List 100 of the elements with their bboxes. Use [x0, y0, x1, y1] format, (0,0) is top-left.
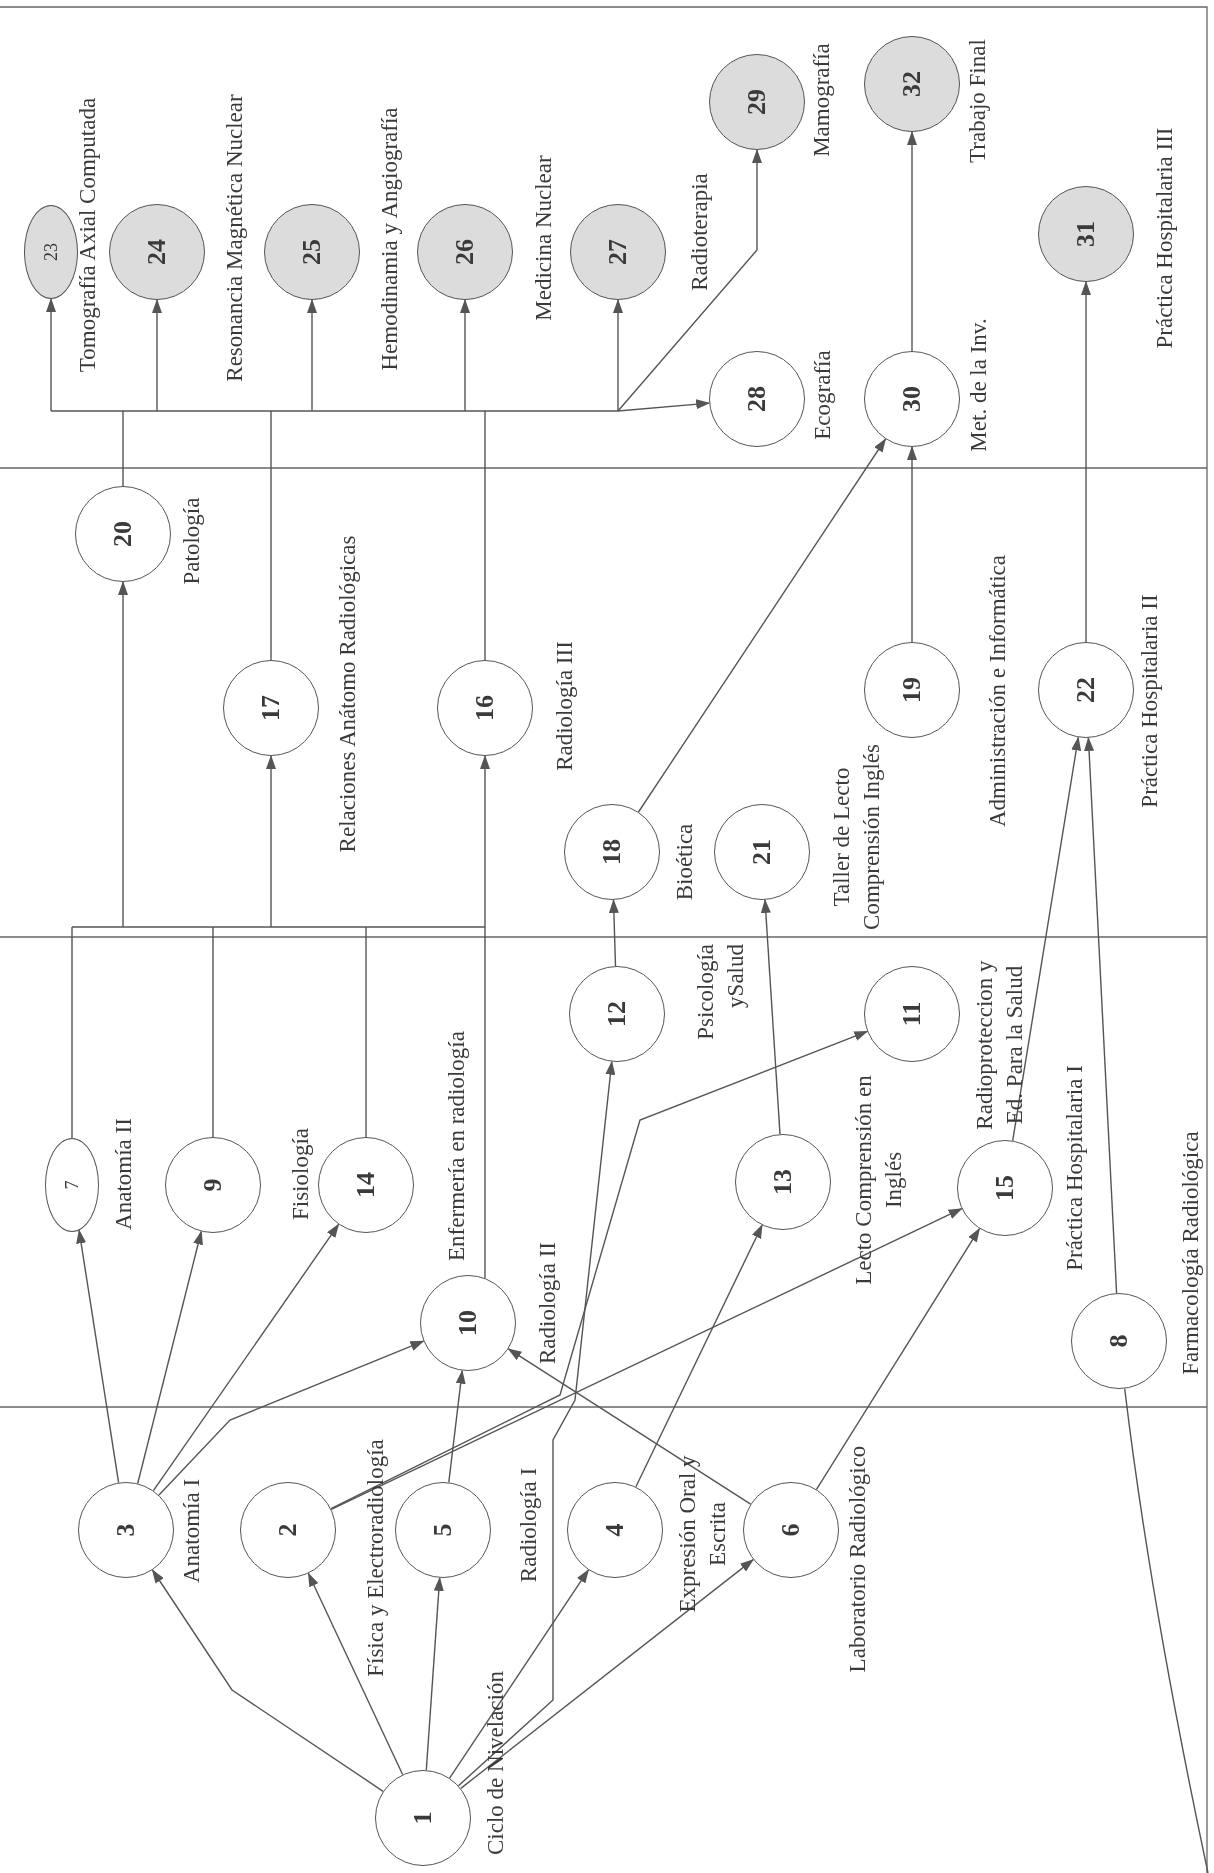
arrow [448, 1369, 466, 1483]
course-label: Ecografía [809, 350, 837, 440]
course-number: 12 [604, 1001, 630, 1027]
course-label: Radioproteccion y Ed. Para la Salud [971, 959, 1028, 1132]
arrow [1084, 736, 1118, 1294]
course-label: Met. de la Inv. [965, 318, 993, 452]
arrow [613, 299, 623, 412]
course-number: 11 [899, 1001, 925, 1027]
arrow [635, 1224, 763, 1488]
connector-line [71, 926, 486, 928]
course-number: 13 [770, 1169, 796, 1195]
arrow [266, 755, 276, 928]
arrow [151, 1569, 384, 1792]
arrow [152, 1223, 340, 1492]
arrow [637, 438, 887, 813]
course-label: Tomografía Axial Computada [74, 97, 102, 373]
course-label: Administración e Informática [984, 554, 1012, 828]
arrow [907, 131, 917, 352]
connector-line [50, 410, 619, 412]
arrow [330, 1030, 869, 1510]
course-label: Laboratorio Radiológico [844, 1445, 872, 1673]
course-label: Física y Electroradiología [362, 1439, 390, 1677]
course-number: 8 [1106, 1334, 1132, 1348]
course-number: 10 [455, 1310, 481, 1336]
course-number: 26 [452, 239, 478, 265]
course-number: 7 [63, 1180, 81, 1190]
arrow [907, 446, 917, 643]
course-number: 20 [110, 521, 136, 547]
arrow [307, 1572, 404, 1776]
course-label: Mamografía [808, 43, 836, 157]
course-label: Medicina Nuclear [530, 155, 558, 321]
course-label: Anatomía II [110, 1118, 138, 1230]
arrow [158, 1340, 425, 1496]
arrow [307, 299, 317, 412]
course-number: 1 [410, 1811, 436, 1825]
course-number: 29 [744, 89, 770, 115]
course-label: Farmacología Radiológica [1177, 1131, 1205, 1375]
connector-line [122, 410, 124, 487]
course-number: 2 [275, 1523, 301, 1537]
course-label: Radiología II [534, 1242, 562, 1364]
course-number: 31 [1073, 221, 1099, 247]
course-number: 16 [472, 695, 498, 721]
course-number: 19 [899, 677, 925, 703]
course-label: Taller de Lecto Comprensión Inglés [828, 743, 885, 932]
course-label: Lecto Comprensión en Inglés [850, 1075, 907, 1285]
course-label: Patología [178, 497, 206, 585]
arrow [760, 898, 781, 1135]
curved-line [1124, 1388, 1209, 1873]
course-number: 24 [144, 239, 170, 265]
arrow [617, 399, 711, 412]
arrow [425, 1576, 444, 1771]
course-label: Expresión Oral y Escrita [674, 1454, 731, 1614]
connector-line [484, 410, 486, 661]
arrow [137, 1230, 203, 1485]
arrow [480, 755, 490, 928]
course-label: Práctica Hospitalaria I [1061, 1065, 1089, 1271]
course-number: 32 [899, 71, 925, 97]
course-label: Relaciones Anátomo Radiológicas [334, 535, 362, 853]
course-number: 28 [744, 386, 770, 412]
course-label: Resonancia Magnética Nuclear [221, 94, 249, 382]
connector-line [365, 926, 367, 1138]
arrow [460, 299, 470, 412]
arrow [448, 1569, 590, 1779]
course-number: 17 [258, 695, 284, 721]
course-number: 3 [113, 1523, 139, 1537]
arrow [608, 899, 619, 967]
course-number: 22 [1073, 677, 1099, 703]
course-label: Psicología ySalud [692, 944, 749, 1042]
course-number: 21 [749, 839, 775, 865]
course-number: 25 [299, 239, 325, 265]
course-label: Radiología I [515, 1467, 543, 1583]
course-number: 5 [430, 1523, 456, 1537]
arrow [1081, 281, 1091, 643]
course-number: 14 [353, 1172, 379, 1198]
arrow [330, 1208, 963, 1510]
course-number: 4 [602, 1523, 628, 1537]
course-number: 6 [778, 1523, 804, 1537]
course-label: Enfermería en radiología [443, 1031, 471, 1261]
arrow [46, 298, 56, 412]
arrow [118, 581, 128, 928]
course-label: Anatomía I [178, 1478, 206, 1584]
connector-line [270, 410, 272, 661]
course-number: 23 [42, 243, 60, 261]
course-number: 15 [992, 1175, 1018, 1201]
course-number: 18 [599, 839, 625, 865]
arrow [507, 1348, 752, 1505]
arrow [457, 1060, 616, 1787]
arrow [152, 299, 162, 412]
connector-line [212, 926, 214, 1138]
arrow [815, 1227, 981, 1490]
course-number: 30 [899, 386, 925, 412]
course-label: Radiología III [551, 641, 579, 771]
course-label: Fisiología [287, 1128, 315, 1220]
course-label: Práctica Hospitalaria III [1151, 127, 1179, 349]
course-label: Bioética [671, 823, 699, 901]
course-label: Práctica Hospitalaria II [1136, 594, 1164, 808]
course-number: 9 [200, 1178, 226, 1192]
course-label: Hemodinamia y Angiografía [376, 107, 404, 371]
arrow [460, 1558, 754, 1790]
arrow [1012, 736, 1082, 1142]
